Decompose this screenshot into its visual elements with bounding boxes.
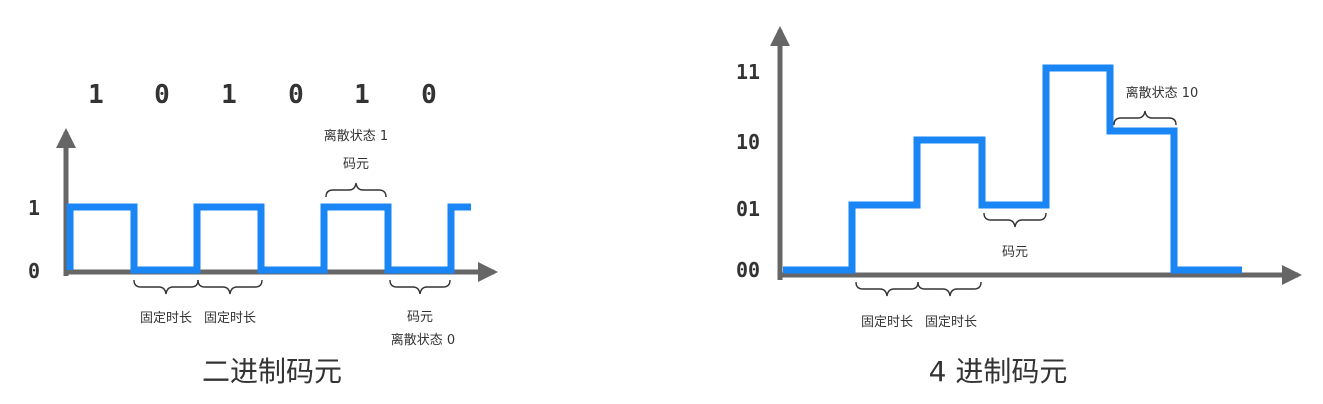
brace-state-10: [1113, 110, 1177, 126]
symbol-label-bottom: 码元: [407, 310, 433, 325]
bit-label: 1: [354, 80, 370, 110]
fixed-duration-label: 固定时长: [140, 311, 192, 326]
brace-symbol-bottom: [389, 279, 451, 295]
symbol-label-top: 码元: [343, 157, 369, 172]
state-10-label: 离散状态 10: [1126, 85, 1199, 101]
symbol-label-mid: 码元: [1002, 245, 1028, 260]
bit-label: 0: [154, 80, 170, 110]
binary-panel: 1 0 1 0 1 0 1 0 离散状态 1 码元 固定时长 固定时长 码元 离…: [28, 80, 498, 388]
fixed-duration-label: 固定时长: [925, 315, 977, 330]
binary-title: 二进制码元: [202, 355, 342, 388]
state-0-label: 离散状态 0: [391, 332, 455, 348]
brace-symbol-mid: [983, 212, 1047, 228]
quaternary-panel: 11 10 01 00 离散状态 10 码元 固定时长 固定时长 4 进制码元: [736, 26, 1302, 388]
y-tick-label: 10: [736, 130, 760, 154]
binary-signal-line: [66, 203, 471, 274]
bit-label: 0: [288, 80, 304, 110]
y-tick-label: 0: [28, 259, 40, 283]
y-tick-label: 11: [736, 60, 760, 84]
brace-fixed-1: [133, 279, 199, 295]
bit-label: 1: [221, 80, 237, 110]
y-tick-label: 01: [736, 197, 760, 221]
bit-label: 1: [88, 80, 104, 110]
brace-top: [325, 182, 387, 198]
y-tick-label: 1: [28, 196, 40, 220]
fixed-duration-label: 固定时长: [204, 311, 256, 326]
quaternary-signal-line: [783, 64, 1242, 274]
fixed-duration-label: 固定时长: [861, 315, 913, 330]
quaternary-title: 4 进制码元: [929, 355, 1068, 388]
bit-label: 0: [421, 80, 437, 110]
brace-fixed-2: [197, 279, 263, 295]
y-tick-label: 00: [736, 258, 760, 282]
state-1-label: 离散状态 1: [324, 128, 388, 144]
brace-fixed-1: [855, 281, 919, 297]
brace-fixed-2: [917, 281, 982, 297]
